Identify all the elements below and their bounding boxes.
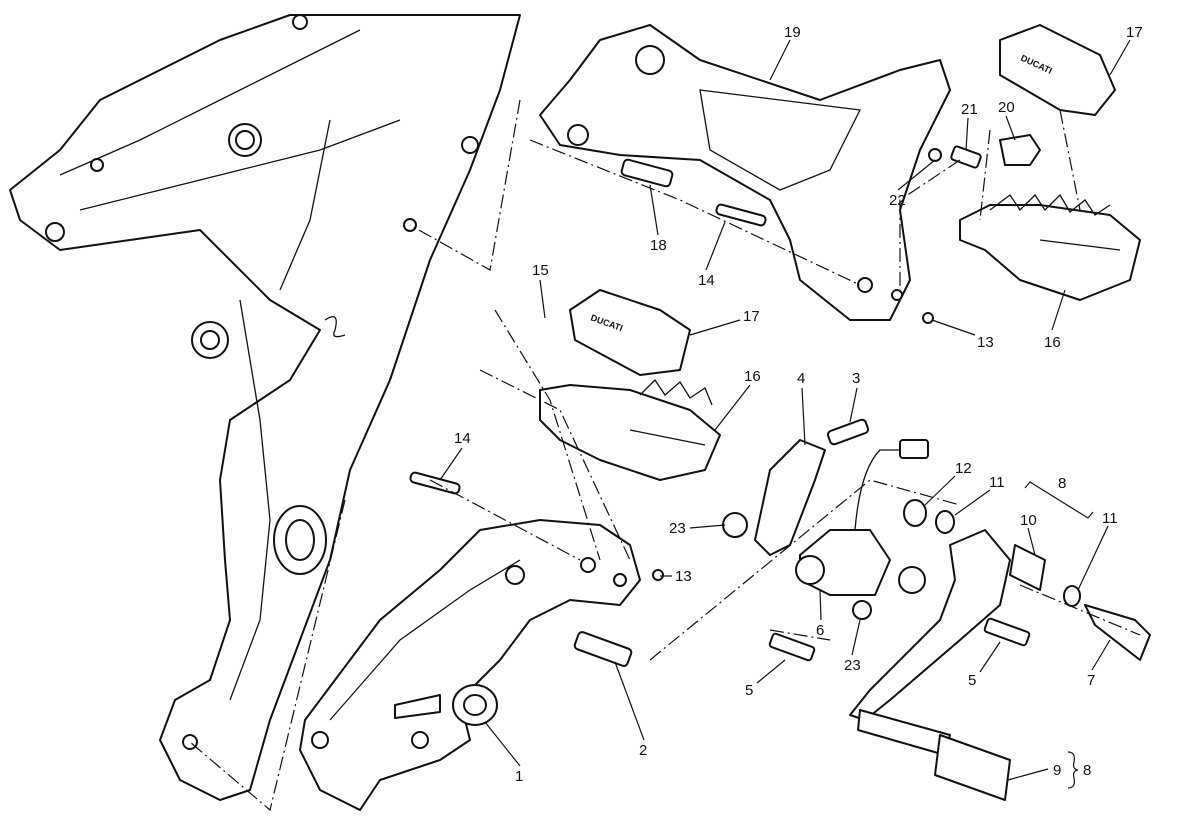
callout-8-lever: 8 <box>1058 475 1066 492</box>
callout-4: 4 <box>797 370 805 387</box>
callout-7: 7 <box>1087 672 1095 689</box>
callout-8-assembly: 8 <box>1083 762 1091 779</box>
callout-14-lower: 14 <box>454 430 471 447</box>
footpeg-rubber-lower: DUCATI <box>569 289 691 376</box>
callout-3: 3 <box>852 370 860 387</box>
callout-15: 15 <box>532 262 549 279</box>
callout-13-upper: 13 <box>977 334 994 351</box>
callout-11-a: 11 <box>989 474 1005 491</box>
assembly-lines <box>189 99 1141 812</box>
callout-10: 10 <box>1020 512 1037 529</box>
callout-16-lower: 16 <box>744 368 761 385</box>
front-footrest-bracket <box>299 519 641 811</box>
small-parts <box>324 134 1151 801</box>
footpeg-upper <box>959 193 1141 301</box>
callout-21: 21 <box>961 101 978 118</box>
callout-22: 22 <box>889 192 906 209</box>
footpeg-rubber-upper: DUCATI <box>999 24 1116 116</box>
callout-1: 1 <box>515 768 523 785</box>
callout-labels: 19 17 21 20 22 18 14 13 16 15 17 16 4 3 … <box>454 24 1143 785</box>
frame <box>9 14 521 801</box>
callout-17-lower: 17 <box>743 308 760 325</box>
rear-footrest-bracket <box>539 24 951 321</box>
callout-16-upper: 16 <box>1044 334 1061 351</box>
callout-12: 12 <box>955 460 972 477</box>
footpeg-lower <box>539 378 721 481</box>
callout-5-b: 5 <box>968 672 976 689</box>
leader-lines <box>439 39 1131 789</box>
callout-23-b: 23 <box>844 657 861 674</box>
callout-13-lower: 13 <box>675 568 692 585</box>
callout-19: 19 <box>784 24 801 41</box>
callout-6: 6 <box>816 622 824 639</box>
callout-17-upper: 17 <box>1126 24 1143 41</box>
callout-14-upper: 14 <box>698 272 715 289</box>
callout-20: 20 <box>998 99 1015 116</box>
callout-2: 2 <box>639 742 647 759</box>
callout-5-a: 5 <box>745 682 753 699</box>
callout-11-b: 11 <box>1102 510 1118 527</box>
callout-23-a: 23 <box>669 520 686 537</box>
callout-9: 9 <box>1053 762 1061 779</box>
callout-18: 18 <box>650 237 667 254</box>
